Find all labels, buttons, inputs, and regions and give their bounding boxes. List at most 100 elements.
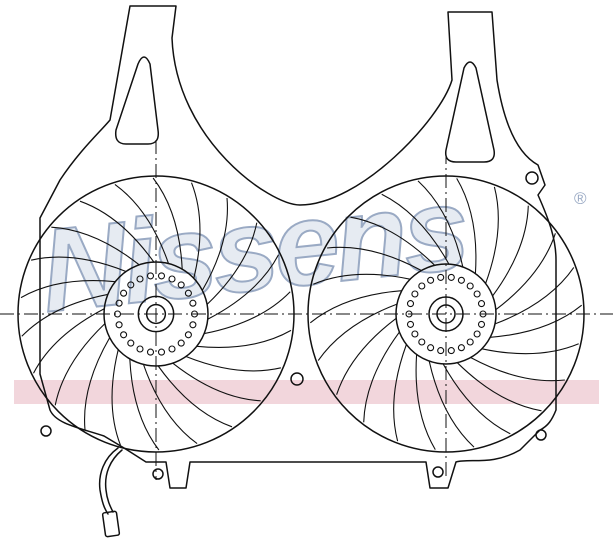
left-mount-slot xyxy=(114,56,160,145)
fan-blade xyxy=(381,193,450,265)
hub-hole xyxy=(189,321,197,329)
bolt-hole-bottom-right xyxy=(432,466,444,478)
hub-hole xyxy=(184,331,192,339)
wire-connector xyxy=(101,510,121,538)
hub-hole xyxy=(120,289,128,297)
fan-blade xyxy=(129,358,160,451)
bolt-hole-center xyxy=(290,372,304,386)
fan-blade xyxy=(54,323,106,406)
fan-blade xyxy=(190,182,201,279)
hub-hole xyxy=(406,300,415,308)
hub-hole xyxy=(427,344,435,352)
fan-blade xyxy=(51,226,140,266)
fan-blade xyxy=(185,355,282,372)
hub-hole xyxy=(411,330,419,338)
fan-blade xyxy=(20,280,116,299)
hub-hole xyxy=(115,321,123,329)
fan-blade xyxy=(494,267,575,325)
fan-blade xyxy=(204,291,291,335)
fan-blade xyxy=(393,344,407,442)
fan-blade xyxy=(313,273,411,285)
bolt-hole-lower-left xyxy=(40,425,52,437)
hub-hole xyxy=(437,347,445,355)
hub-hole xyxy=(473,290,481,298)
hub-hole xyxy=(457,344,465,352)
hub-hole xyxy=(177,339,185,347)
fan-blade xyxy=(84,337,111,431)
fan-blade xyxy=(157,365,233,428)
fan-blade xyxy=(456,362,542,412)
right-mount-slot xyxy=(444,61,496,163)
hub-hole xyxy=(477,320,486,328)
fan-blade xyxy=(495,233,556,311)
hub-hole xyxy=(127,281,135,289)
hub-hole xyxy=(447,273,455,281)
fan-blade xyxy=(196,329,292,348)
hub-hole xyxy=(447,347,455,355)
watermark: Nissens ® xyxy=(14,161,599,404)
fan-blade xyxy=(317,303,398,361)
fan-blade xyxy=(33,308,105,374)
hub-hole xyxy=(177,281,185,289)
registered-mark: ® xyxy=(574,189,587,208)
left-fan xyxy=(17,175,295,453)
hub-hole xyxy=(411,290,419,298)
fan-blade xyxy=(456,178,477,274)
hub-hole xyxy=(157,272,166,280)
hub-hole xyxy=(466,338,474,346)
hub-hole xyxy=(168,345,176,353)
hub-hole xyxy=(418,338,426,346)
hub-hole xyxy=(127,339,135,347)
fan-blade xyxy=(172,362,261,402)
fan-blade xyxy=(417,180,464,268)
hub-hole xyxy=(157,348,166,356)
hub-hole xyxy=(136,275,144,283)
shroud-outline xyxy=(39,5,557,489)
fan-blade xyxy=(309,290,402,324)
hub-hole xyxy=(146,348,155,356)
fan-blade xyxy=(492,205,529,297)
fan-blade xyxy=(415,354,436,450)
hub-hole xyxy=(473,330,481,338)
hub-hole xyxy=(437,273,445,281)
hub-hole xyxy=(427,276,435,284)
hub-hole xyxy=(189,299,197,307)
wire-harness-inner xyxy=(104,449,123,513)
fan-blade xyxy=(336,317,397,395)
fan-blade xyxy=(470,357,565,382)
hub-hole xyxy=(120,331,128,339)
hub-hole xyxy=(184,289,192,297)
fan-blade xyxy=(485,186,499,284)
watermark-band xyxy=(14,380,599,404)
fan-blade xyxy=(363,331,400,423)
hub-hole xyxy=(418,282,426,290)
bolt-hole-bottom-left xyxy=(152,468,164,480)
hub-hole xyxy=(115,299,123,307)
hub-hole xyxy=(457,276,465,284)
fan-blade xyxy=(481,343,579,355)
wire-harness xyxy=(98,447,119,515)
fan-blade xyxy=(442,363,511,435)
fan-blade xyxy=(142,364,198,445)
fan-blade xyxy=(201,197,228,291)
hub-hole xyxy=(406,320,415,328)
bolt-hole-lower-right xyxy=(535,429,547,441)
bolt-hole-top-right xyxy=(525,171,539,185)
fan-blade xyxy=(111,349,122,446)
fan-blade xyxy=(21,293,108,337)
fan-blade xyxy=(428,360,475,448)
fan-blade xyxy=(206,222,258,305)
fan-blade xyxy=(350,216,436,266)
fan-blade xyxy=(152,177,183,270)
fan-blade xyxy=(30,256,127,273)
fan-blade xyxy=(490,304,583,338)
hub-hole xyxy=(136,345,144,353)
hub-hole xyxy=(168,275,176,283)
fan-blade xyxy=(114,183,170,264)
fan-blade xyxy=(327,246,422,271)
hub-hole xyxy=(477,300,486,308)
fan-blade xyxy=(79,200,155,263)
hub-hole xyxy=(466,282,474,290)
hub-hole xyxy=(146,272,155,280)
